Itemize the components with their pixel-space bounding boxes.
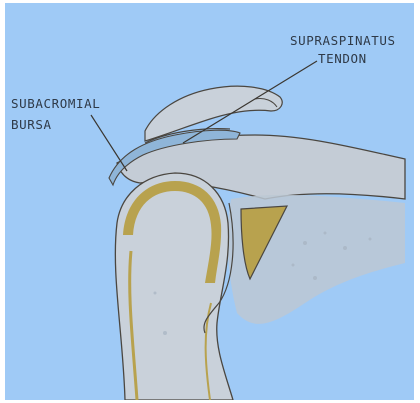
label-supraspinatus-line1: SUPRASPINATUS	[290, 35, 396, 48]
label-subacromial-line2: BURSA	[11, 119, 52, 132]
label-subacromial-line1: SUBACROMIAL	[11, 98, 100, 111]
diagram-panel: SUPRASPINATUS TENDON SUBACROMIAL BURSA	[5, 3, 414, 400]
label-supraspinatus-line2: TENDON	[318, 53, 367, 66]
subacromial-leader	[91, 115, 127, 171]
